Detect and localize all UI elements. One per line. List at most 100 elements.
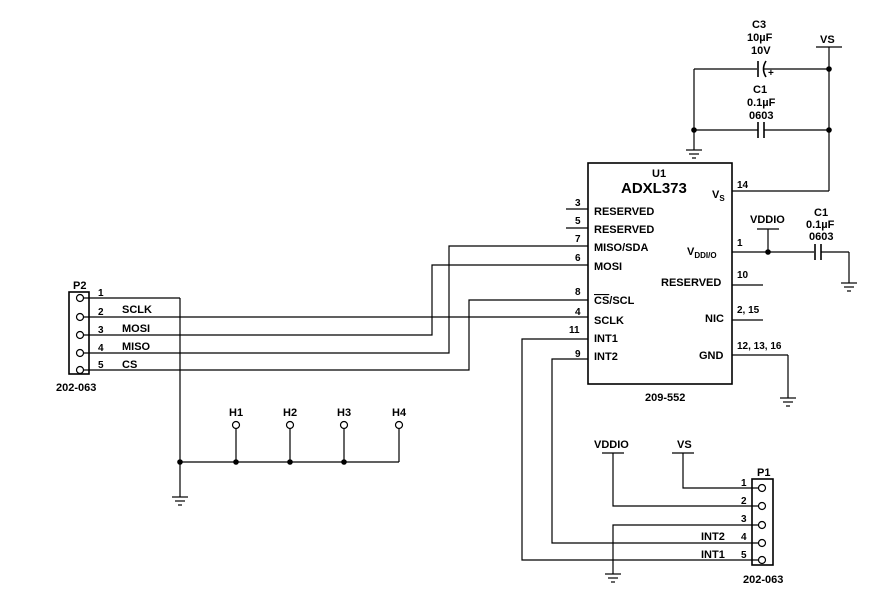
- p2-footprint: 202-063: [56, 382, 96, 394]
- p1-pin-2: [757, 501, 767, 511]
- u1-pin-num-4: 4: [575, 307, 581, 318]
- p2-pin-num-5: 5: [98, 360, 104, 371]
- p2-pin-num-2: 2: [98, 307, 104, 318]
- p1-ref: P1: [757, 467, 770, 479]
- u1-pin-num-7: 7: [575, 234, 581, 245]
- u1-pin-stubs: [566, 208, 763, 321]
- u1-pin-num-3: 3: [575, 198, 581, 209]
- u1-pin-label-reserved-10: RESERVED: [661, 277, 721, 289]
- u1-pin-label-vs: VS: [712, 189, 725, 203]
- p2-pin-3: [75, 330, 85, 340]
- c3-rating: 10V: [751, 45, 771, 57]
- p2-connector: P2 202-063 1 2 3 4 5 SCLK MOSI MISO CS: [56, 280, 152, 394]
- hole-h4-label: H4: [392, 407, 407, 419]
- p1-pin-5: [757, 555, 767, 565]
- c3-polarity: +: [768, 68, 774, 79]
- vs-net-label-top: VS: [820, 34, 835, 46]
- p2-pin-num-3: 3: [98, 325, 104, 336]
- u1-cs-overbar-text: CS: [594, 295, 609, 307]
- u1-scl-text: /SCL: [609, 295, 634, 307]
- p1-net-int2: INT2: [701, 531, 725, 543]
- p1-pin-num-5: 5: [741, 550, 747, 561]
- u1-pin-num-8: 8: [575, 287, 581, 298]
- hole-h2: [285, 420, 295, 430]
- u1-pin-num-11: 11: [569, 325, 580, 336]
- p1-wiring: VDDIO VS: [521, 338, 758, 583]
- p2-net-mosi: MOSI: [122, 323, 150, 335]
- u1-vs-main: V: [712, 189, 720, 201]
- p2-pin-num-4: 4: [98, 343, 104, 354]
- c1-top-value: 0.1µF: [747, 97, 776, 109]
- p2-pin-5: [75, 365, 85, 375]
- u1-pin-num-5: 5: [575, 216, 581, 227]
- c1-top-ref: C1: [753, 84, 767, 96]
- supply-capacitors: VS C3 10µF 10V + C1 0.1µF 0603: [686, 19, 842, 192]
- vddio-capacitor: VDDIO C1 0.1µF 0603: [732, 207, 857, 292]
- hole-h1: [231, 420, 241, 430]
- u1-pin-label-nic: NIC: [705, 313, 724, 325]
- p2-net-miso: MISO: [122, 341, 151, 353]
- p1-pin-num-3: 3: [741, 514, 747, 525]
- u1-vs-sub: S: [719, 194, 725, 203]
- u1-pin-num-14: 14: [737, 180, 749, 191]
- u1-footprint: 209-552: [645, 392, 685, 404]
- p1-pin-1: [757, 483, 767, 493]
- p1-pin-num-4: 4: [741, 532, 747, 543]
- u1-part: ADXL373: [621, 180, 687, 197]
- u1-pin-num-12-13-16: 12, 13, 16: [737, 341, 782, 352]
- u1-pin-label-int1: INT1: [594, 333, 618, 345]
- u1-pin-num-10: 10: [737, 270, 749, 281]
- p2-ref: P2: [73, 280, 86, 292]
- p2-pin-2: [75, 312, 85, 322]
- u1-chip: U1 ADXL373 209-552 RESERVED RESERVED MIS…: [569, 162, 782, 404]
- u1-pin-num-1: 1: [737, 238, 743, 249]
- u1-pin-label-gnd: GND: [699, 350, 724, 362]
- u1-pin-label-cs-scl: CS/SCL: [594, 295, 635, 307]
- p1-net-int1: INT1: [701, 549, 725, 561]
- u1-pin-label-mosi: MOSI: [594, 261, 622, 273]
- mounting-holes: H1 H2 H3 H4: [177, 407, 407, 465]
- hole-h4: [394, 420, 404, 430]
- c3-value: 10µF: [747, 32, 773, 44]
- c1-right-ref: C1: [814, 207, 828, 219]
- c1-top-size: 0603: [749, 110, 773, 122]
- p1-vddio-label: VDDIO: [594, 439, 629, 451]
- u1-body: [587, 162, 733, 385]
- p2-pin-num-1: 1: [98, 288, 104, 299]
- p1-vs-label: VS: [677, 439, 692, 451]
- u1-pin-num-9: 9: [575, 349, 581, 360]
- c1-right-value: 0.1µF: [806, 219, 835, 231]
- p1-footprint: 202-063: [743, 574, 783, 586]
- u1-pin-num-2-15: 2, 15: [737, 305, 760, 316]
- hole-h3-label: H3: [337, 407, 351, 419]
- u1-ref: U1: [652, 168, 666, 180]
- u1-pin-label-miso-sda: MISO/SDA: [594, 242, 648, 254]
- u1-pin-label-reserved-3: RESERVED: [594, 206, 654, 218]
- u1-vddio-main: V: [687, 246, 695, 258]
- u1-pin-label-int2: INT2: [594, 351, 618, 363]
- p1-pin-3: [757, 520, 767, 530]
- u1-pin-label-reserved-5: RESERVED: [594, 224, 654, 236]
- p2-pin-1: [75, 293, 85, 303]
- hole-h3: [339, 420, 349, 430]
- u1-pin-num-6: 6: [575, 253, 581, 264]
- p2-net-cs: CS: [122, 359, 137, 371]
- ground-symbol-top: [686, 149, 702, 159]
- p2-wiring: [84, 245, 588, 506]
- u1-vddio-sub: DDI/O: [694, 251, 716, 260]
- vddio-net-label-right: VDDIO: [750, 214, 785, 226]
- p1-pin-num-1: 1: [741, 478, 747, 489]
- hole-h1-label: H1: [229, 407, 243, 419]
- p1-connector: P1 202-063 1 2 3 4 5 INT2 INT1: [701, 467, 783, 586]
- p2-net-sclk: SCLK: [122, 304, 152, 316]
- p2-pin-4: [75, 348, 85, 358]
- hole-h2-label: H2: [283, 407, 297, 419]
- c1-right-size: 0603: [809, 231, 833, 243]
- u1-pin-label-vddio: VDDI/O: [687, 246, 717, 260]
- c3-ref: C3: [752, 19, 766, 31]
- ground-symbol-vddio: [841, 282, 857, 292]
- u1-gnd-net: [732, 354, 796, 407]
- p1-pin-num-2: 2: [741, 496, 747, 507]
- p1-pin-4: [757, 538, 767, 548]
